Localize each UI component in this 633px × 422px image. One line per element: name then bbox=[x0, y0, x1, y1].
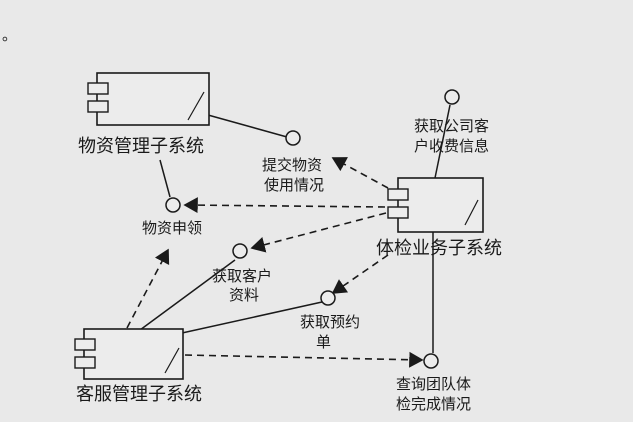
component-service[interactable]: 客服管理子系统 bbox=[74, 328, 202, 405]
component-label: 体检业务子系统 bbox=[376, 238, 502, 259]
interface-label-line1: 查询团队体 bbox=[396, 375, 471, 393]
interface-label-line1: 提交物资 bbox=[262, 156, 322, 174]
component-tab-icon bbox=[387, 206, 409, 219]
interface-label-line2: 单 bbox=[316, 333, 331, 351]
interface-circle bbox=[285, 130, 301, 146]
link-materials-submit bbox=[207, 114, 288, 138]
interface-label-line1: 获取客户 bbox=[212, 267, 272, 285]
interface-circle bbox=[320, 290, 336, 306]
component-exam[interactable]: 体检业务子系统 bbox=[376, 177, 502, 259]
link-service-booking bbox=[181, 301, 323, 334]
interface-label-line1: 物资申领 bbox=[142, 219, 202, 237]
dep-exam-submit bbox=[331, 157, 389, 189]
interface-label-line2: 检完成情况 bbox=[396, 395, 471, 413]
link-service-customer bbox=[139, 259, 236, 331]
component-label: 客服管理子系统 bbox=[76, 384, 202, 405]
component-label: 物资管理子系统 bbox=[78, 136, 204, 157]
interface-circle bbox=[444, 89, 460, 105]
interface-submit-usage[interactable]: 提交物资 使用情况 bbox=[262, 130, 324, 194]
link-materials-requisition bbox=[159, 159, 171, 198]
interface-team-query[interactable]: 查询团队体 检完成情况 bbox=[396, 353, 471, 413]
dep-exam-customer bbox=[250, 212, 387, 253]
interface-label-line2: 资料 bbox=[229, 286, 259, 304]
interface-circle bbox=[165, 197, 181, 213]
component-tab-icon bbox=[87, 100, 109, 113]
interface-get-fee[interactable]: 获取公司客 户收费信息 bbox=[414, 89, 489, 155]
component-tab-icon bbox=[87, 82, 109, 95]
header-fragment: 。 bbox=[2, 26, 17, 44]
dep-service-team bbox=[184, 351, 424, 368]
interface-get-booking[interactable]: 获取预约 单 bbox=[300, 290, 360, 351]
dep-exam-requisition bbox=[183, 197, 386, 214]
interface-label-line1: 获取公司客 bbox=[414, 117, 489, 135]
component-tab-icon bbox=[74, 356, 96, 369]
interface-get-customer[interactable]: 获取客户 资料 bbox=[212, 243, 272, 304]
component-box bbox=[96, 72, 210, 126]
dep-service-requisition bbox=[126, 248, 170, 329]
link-exam-fee bbox=[434, 104, 451, 179]
interface-circle bbox=[423, 353, 439, 369]
interface-circle bbox=[232, 243, 248, 259]
component-tab-icon bbox=[74, 338, 96, 351]
interface-label-line2: 户收费信息 bbox=[414, 137, 489, 155]
component-box bbox=[397, 177, 484, 233]
interface-label-line1: 获取预约 bbox=[300, 313, 360, 331]
component-materials[interactable]: 物资管理子系统 bbox=[78, 72, 210, 157]
interface-requisition[interactable]: 物资申领 bbox=[142, 197, 202, 237]
component-box bbox=[83, 328, 184, 380]
dep-exam-booking bbox=[331, 254, 389, 294]
component-tab-icon bbox=[387, 188, 409, 201]
interface-label-line2: 使用情况 bbox=[264, 176, 324, 194]
